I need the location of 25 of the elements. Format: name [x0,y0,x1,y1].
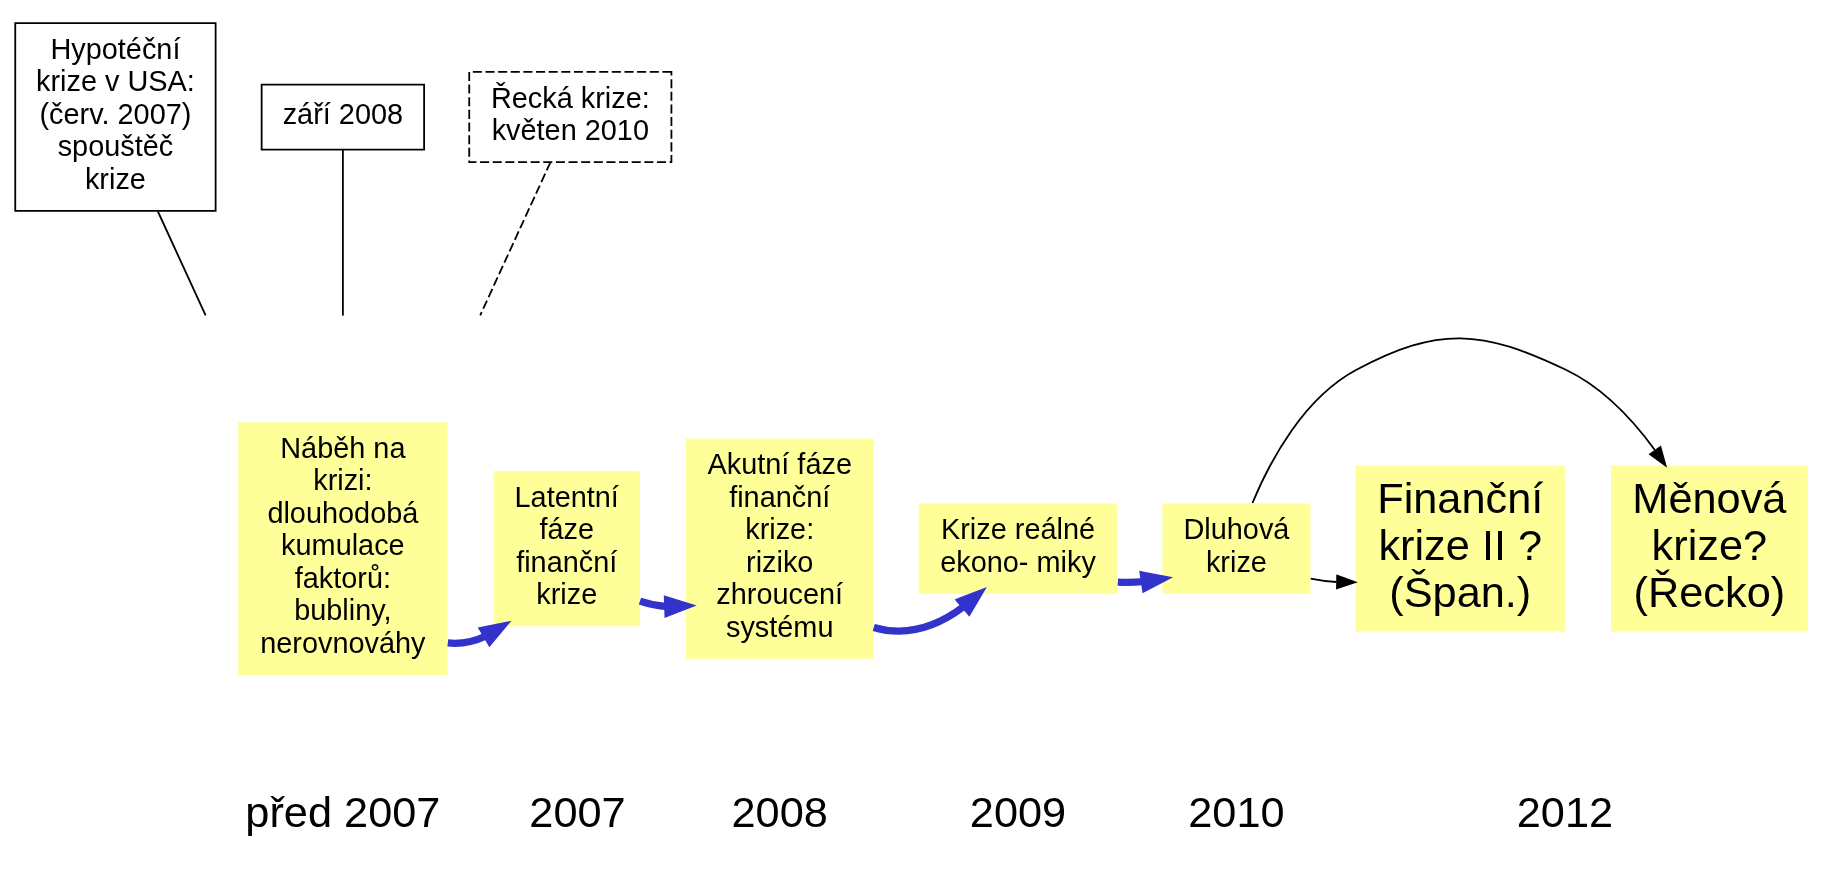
node-box: Měnová krize? (Řecko) [1611,465,1808,632]
arrow [872,586,987,635]
connector [157,210,207,316]
node-box: Dluhová krize [1162,502,1311,594]
connector [341,148,344,316]
label: 2008 [731,787,828,836]
arrow [447,620,512,647]
node-box: Latentní fáze finanční krize [493,470,640,626]
node-box: Krize reálné ekono- miky [918,502,1118,594]
label: 2009 [969,787,1067,836]
label: 2012 [1516,787,1614,836]
node-box: Finanční krize II ? (Špan.) [1355,465,1565,632]
node-box: Náběh na krizi: dlouhodobá kumulace faktorů: bubliny, nerovnováhy [238,421,448,675]
arrow [638,594,697,618]
connector [479,161,552,316]
node-box: září 2008 [260,83,425,150]
arrow [1309,573,1358,590]
arrow [1117,570,1174,593]
node-box: Akutní fáze finanční krize: riziko zhroucení systému [685,437,874,659]
label: 2010 [1188,787,1285,836]
label: před 2007 [245,787,441,836]
node-box: Řecká krize: květen 2010 [468,70,673,163]
arrow [1251,336,1668,504]
label: 2007 [529,787,626,836]
node-box: Hypotéční krize v USA: (červ. 2007) spouštěč krize [14,21,217,212]
